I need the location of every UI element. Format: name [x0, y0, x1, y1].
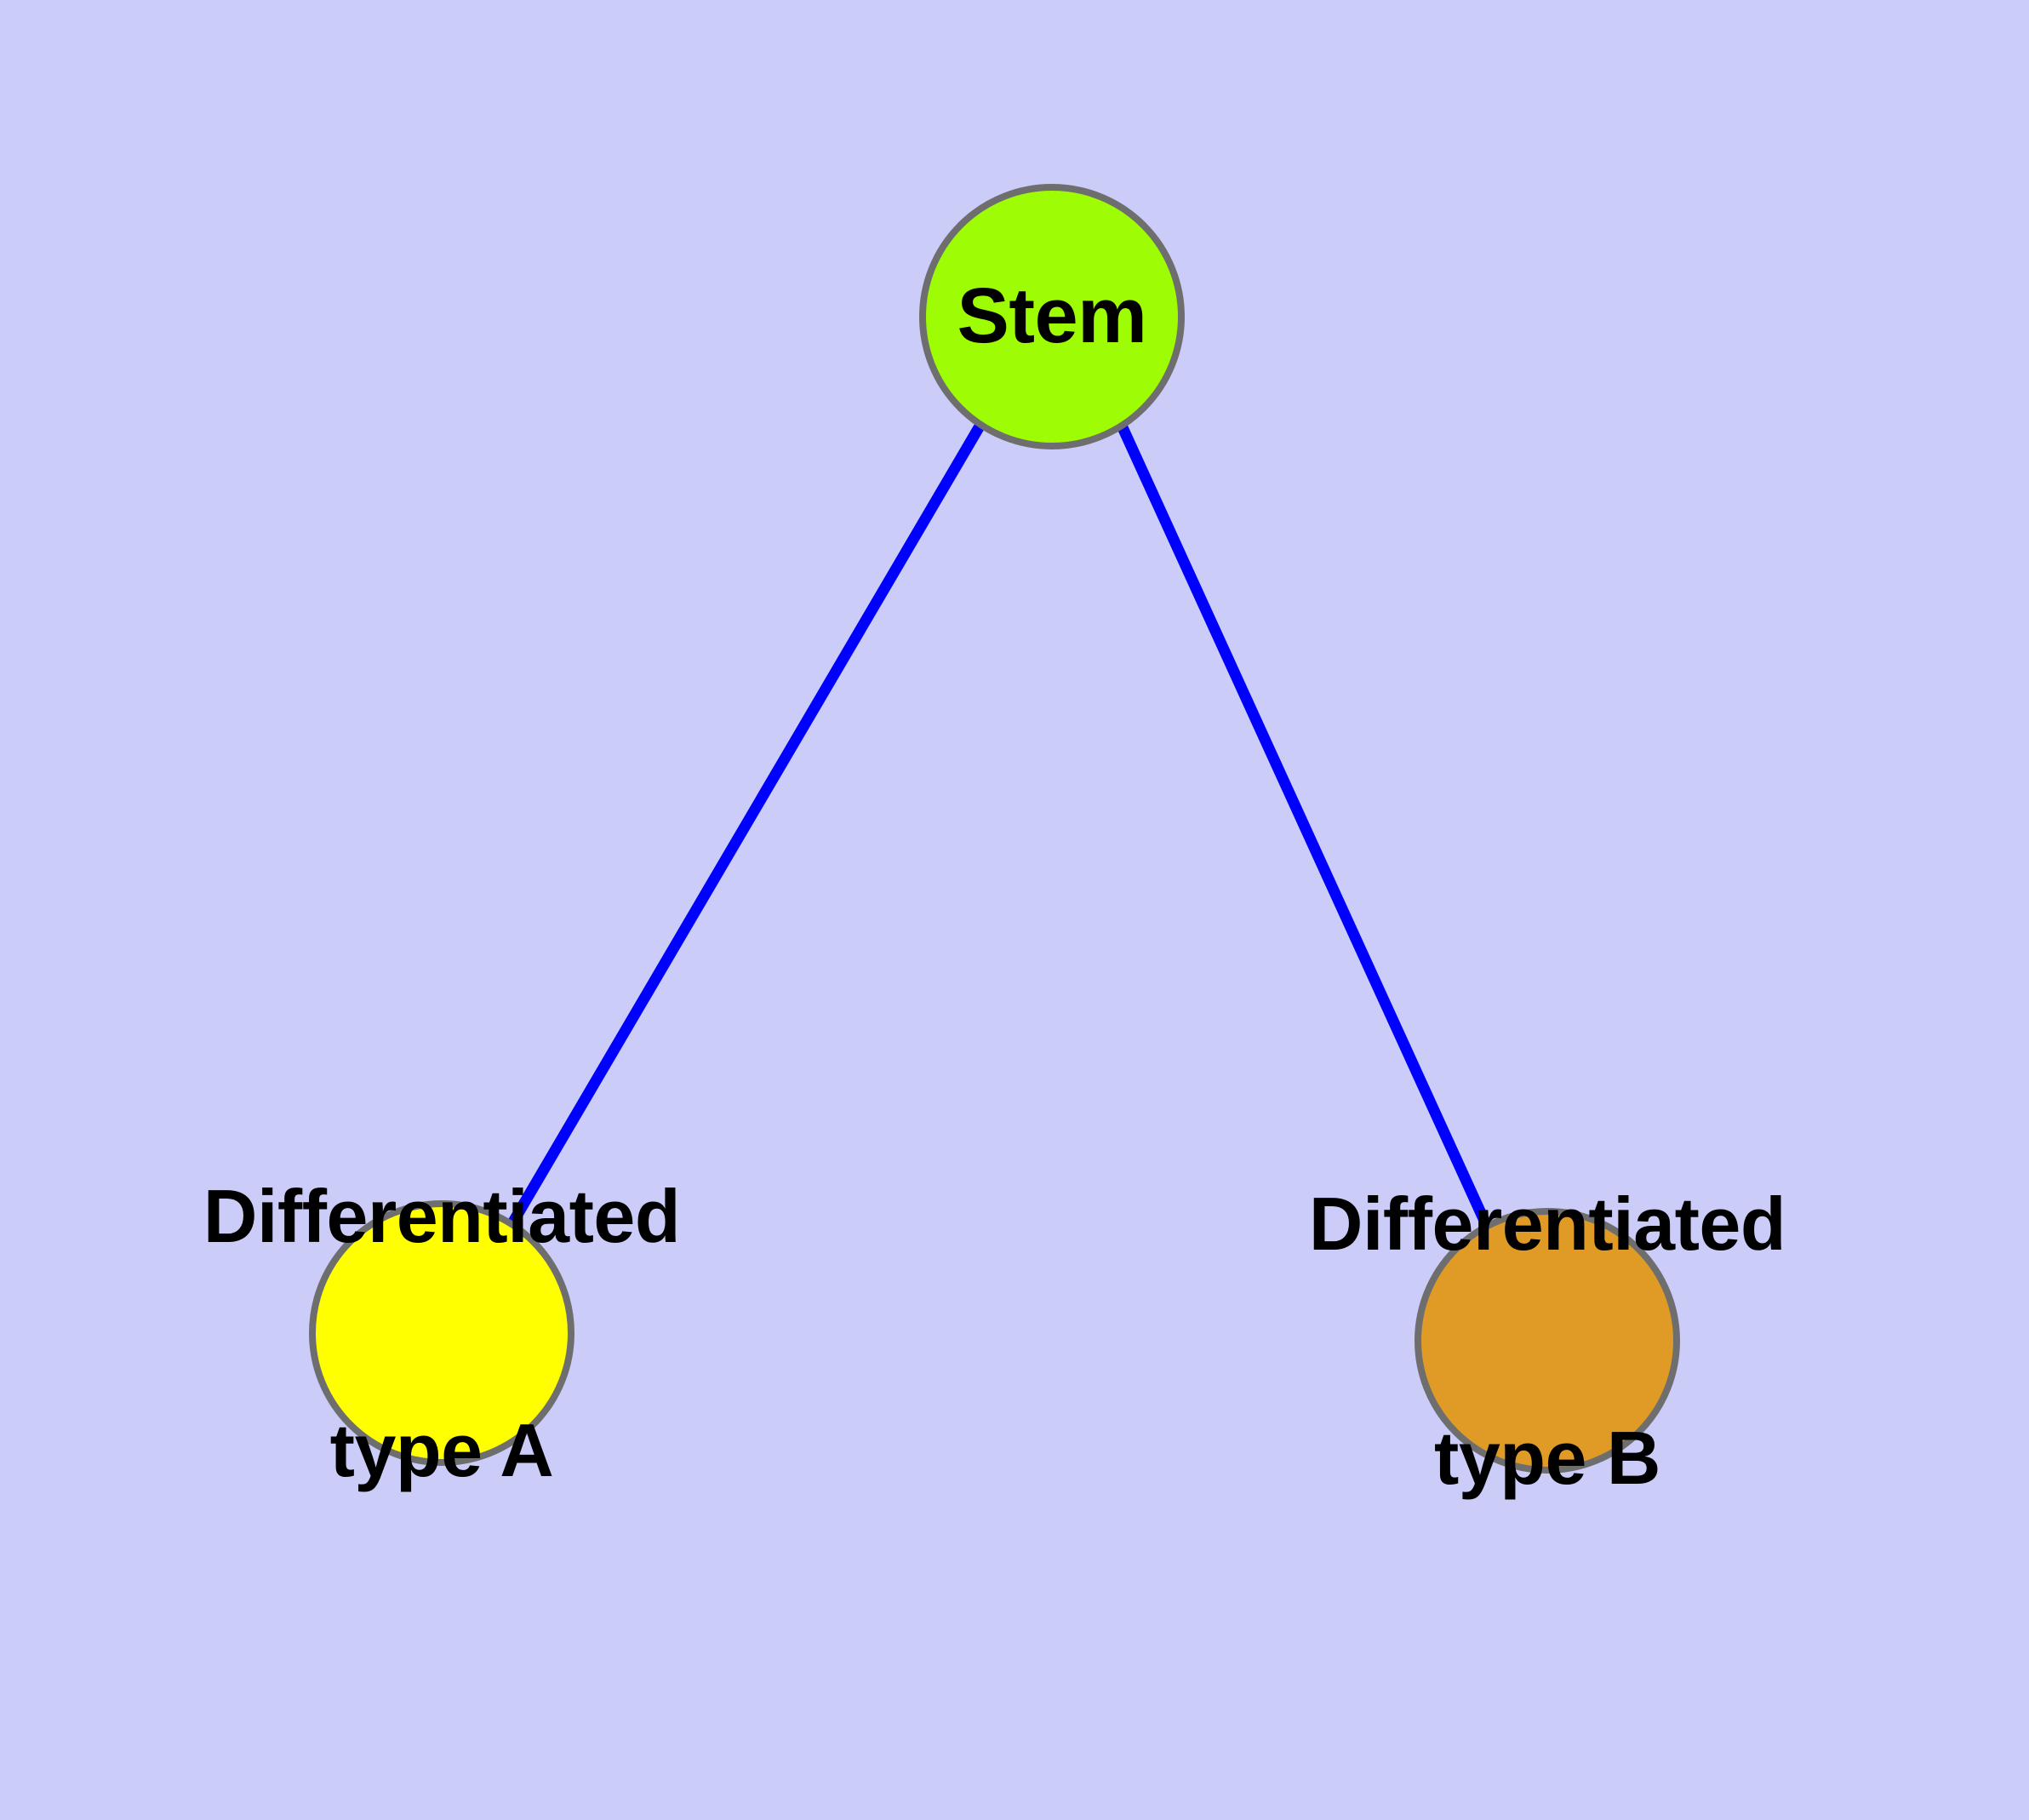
node-diff-a-circle[interactable] — [309, 1200, 574, 1466]
edge-stem-to-diff-a[interactable] — [507, 421, 986, 1227]
node-diff-b-circle[interactable] — [1415, 1208, 1680, 1474]
node-stem-circle[interactable] — [919, 184, 1185, 449]
nodes-layer — [309, 184, 1680, 1474]
edges-layer — [507, 421, 1490, 1227]
edge-stem-to-diff-b[interactable] — [1117, 423, 1490, 1225]
